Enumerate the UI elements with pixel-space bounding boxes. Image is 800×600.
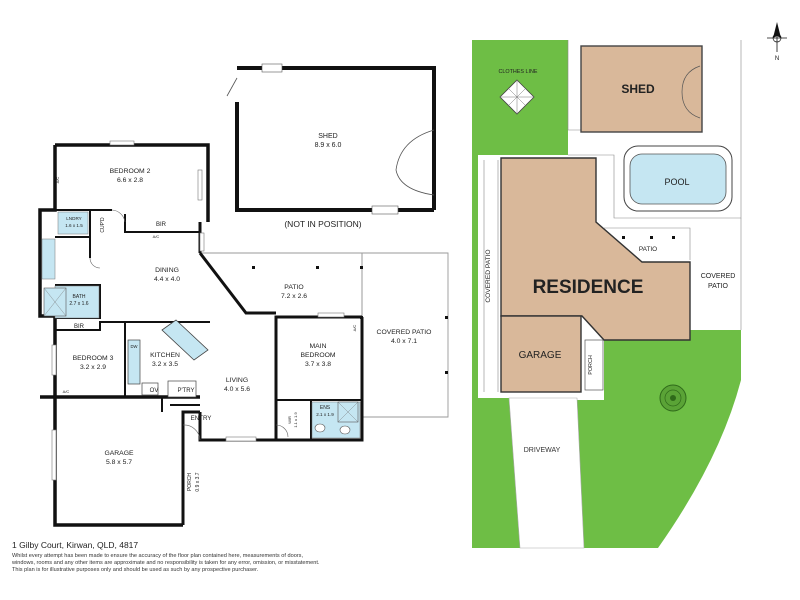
garage-floor-dims: 5.8 x 5.7 xyxy=(106,459,132,466)
disclaimer-line-1: Whilst every attempt has been made to en… xyxy=(12,553,304,559)
site-shed: SHED xyxy=(580,45,703,133)
ptry-label: P'TRY xyxy=(177,388,194,394)
address: 1 Gilby Court, Kirwan, QLD, 4817 xyxy=(12,540,139,550)
kitchen-label: KITCHEN xyxy=(150,352,180,359)
porch-floor-dims: 0.9 x 3.7 xyxy=(195,472,201,491)
bedroom2-label: BEDROOM 2 xyxy=(110,168,151,175)
ac-label: A/C xyxy=(55,177,60,184)
site-patio-label: PATIO xyxy=(639,246,657,253)
wet-areas xyxy=(41,211,361,439)
clothes-line-label: CLOTHES LINE xyxy=(499,69,538,75)
bedroom2-dims: 6.6 x 2.8 xyxy=(117,177,143,184)
bedroom3-label: BEDROOM 3 xyxy=(73,355,114,362)
tree-icon xyxy=(659,384,687,412)
ac-label-4: A/C xyxy=(63,389,70,394)
site-residence: RESIDENCE GARAGE PORCH PATIO xyxy=(500,157,691,393)
wir-dims: 1.1 x 1.9 xyxy=(293,412,298,428)
driveway-label: DRIVEWAY xyxy=(524,447,561,454)
disclaimer-line-2: windows, rooms and any other items are a… xyxy=(12,560,320,566)
north-label: N xyxy=(775,56,779,62)
kitchen-dims: 3.2 x 3.5 xyxy=(152,361,178,368)
dw-label: DW xyxy=(131,344,138,349)
kitchen-fixtures xyxy=(127,319,209,398)
ov-label: OV xyxy=(150,388,159,394)
covered-patio-left-label: COVERED PATIO xyxy=(485,249,492,302)
covered-patio-right-label-2: PATIO xyxy=(708,283,729,290)
patio-label: PATIO xyxy=(284,284,303,291)
house-walls xyxy=(38,143,364,527)
living-label: LIVING xyxy=(226,377,248,384)
main-bedroom-label: MAIN xyxy=(310,343,327,350)
lawn-left xyxy=(472,155,509,548)
dining-label: DINING xyxy=(155,267,179,274)
covered-patio-right-label-1: COVERED xyxy=(701,273,736,280)
shed-dims: 8.9 x 6.0 xyxy=(315,142,342,149)
north-arrow-icon: N xyxy=(767,22,787,62)
lndry-dims: 1.6 x 1.5 xyxy=(65,223,83,228)
site-pool: POOL xyxy=(623,145,733,212)
driveway-area xyxy=(508,397,585,549)
shed-label: SHED xyxy=(318,133,337,140)
windows xyxy=(51,140,345,481)
garage-floor-label: GARAGE xyxy=(104,450,134,457)
bir-label: BIR xyxy=(156,222,167,228)
porch-floor-label: PORCH xyxy=(187,473,193,491)
site-shed-label: SHED xyxy=(621,82,655,96)
ens-dims: 2.1 x 1.9 xyxy=(316,412,334,417)
room-labels: BEDROOM 2 6.6 x 2.8 A/C LNDRY 1.6 x 1.5 … xyxy=(55,168,431,492)
wir-label: WIR xyxy=(287,416,292,424)
patio-dims: 7.2 x 2.6 xyxy=(281,293,307,300)
living-dims: 4.0 x 5.6 xyxy=(224,386,250,393)
footer: 1 Gilby Court, Kirwan, QLD, 4817 Whilst … xyxy=(12,540,452,574)
site-garage-label: GARAGE xyxy=(519,350,562,361)
dining-dims: 4.4 x 4.0 xyxy=(154,276,180,283)
ens-label: ENS xyxy=(320,405,331,411)
residence-label: RESIDENCE xyxy=(533,277,644,298)
bath-dims: 2.7 x 1.6 xyxy=(69,301,88,307)
main-bedroom-label-2: BEDROOM xyxy=(300,352,335,359)
bir-label-2: BIR xyxy=(74,324,85,330)
doors xyxy=(89,209,289,441)
site-porch-label: PORCH xyxy=(588,355,594,375)
floor-plan: SHED 8.9 x 6.0 (NOT IN POSITION) xyxy=(38,63,449,527)
cupd-label: CUP'D xyxy=(100,217,106,233)
lndry-label: LNDRY xyxy=(66,216,82,221)
ac-label-3: A/C xyxy=(352,325,357,332)
shed-floor: SHED 8.9 x 6.0 (NOT IN POSITION) xyxy=(226,63,436,229)
clothes-line: CLOTHES LINE xyxy=(499,69,538,115)
bedroom3-dims: 3.2 x 2.9 xyxy=(80,364,106,371)
pool-label: POOL xyxy=(664,177,689,187)
covered-patio-dims: 4.0 x 7.1 xyxy=(391,338,417,345)
entry-label: ENTRY xyxy=(191,415,212,422)
main-bedroom-dims: 3.7 x 3.8 xyxy=(305,361,331,368)
ac-label-2: A/C xyxy=(153,234,160,239)
covered-patio-label: COVERED PATIO xyxy=(377,329,432,336)
lawn-right xyxy=(576,330,741,548)
site-plan: DRIVEWAY CLOTHES LINE SHED POOL xyxy=(472,22,787,549)
not-in-position-label: (NOT IN POSITION) xyxy=(284,219,361,229)
bath-label: BATH xyxy=(73,294,86,300)
disclaimer-line-3: This plan is for illustrative purposes o… xyxy=(12,567,259,573)
